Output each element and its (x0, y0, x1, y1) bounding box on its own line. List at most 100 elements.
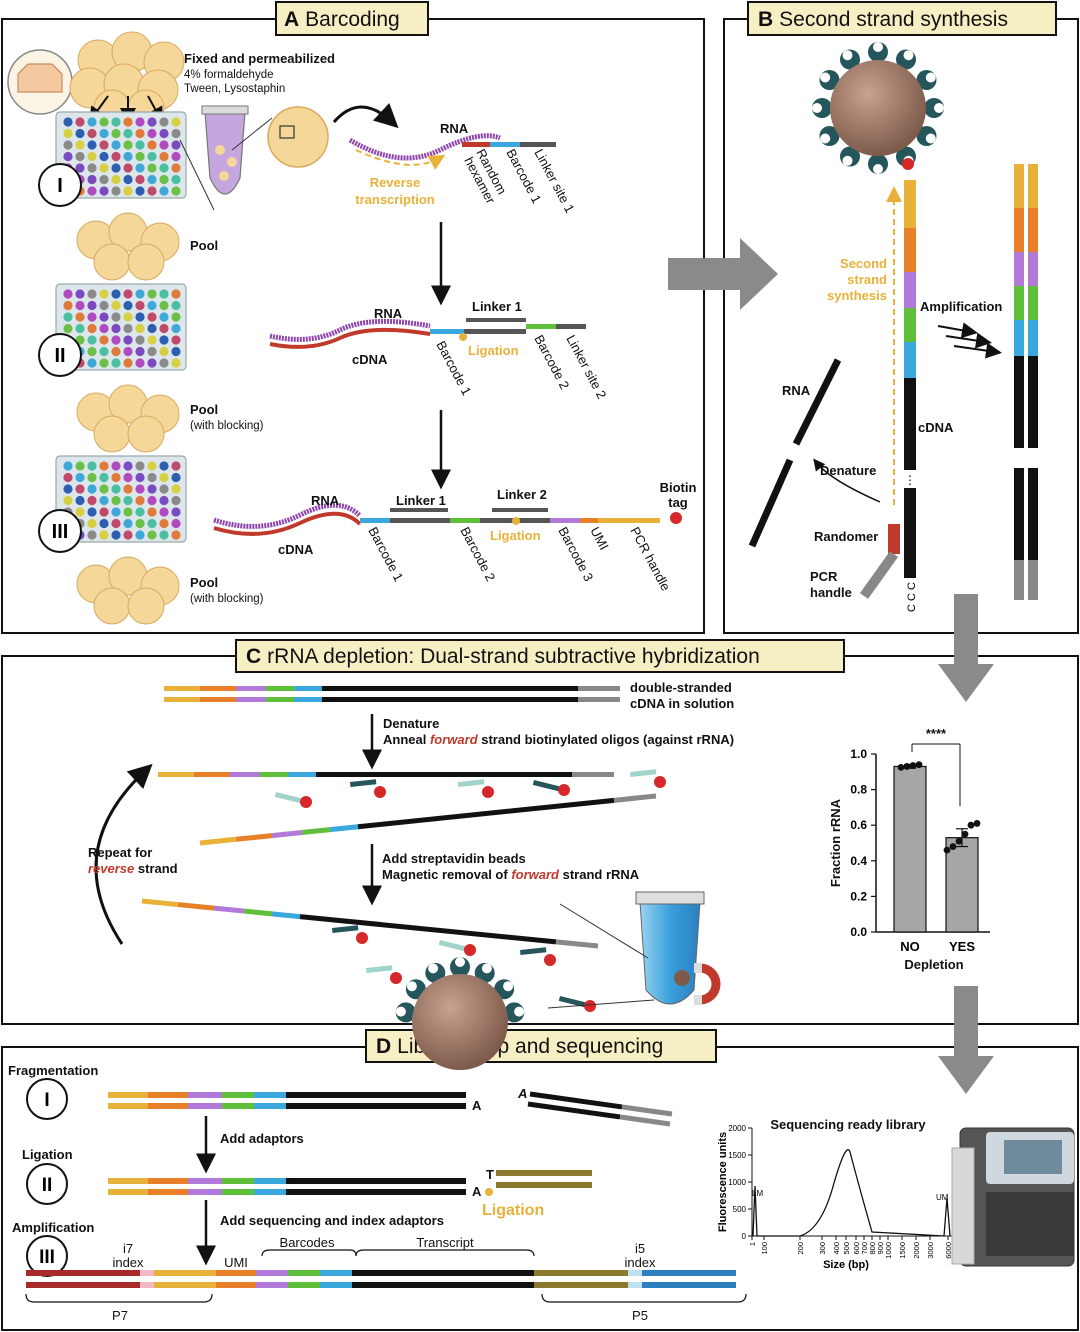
chart-category-0: NO (900, 939, 920, 954)
lib-ytick-0: 0 (742, 1232, 747, 1241)
panel-a-title: Barcoding (305, 8, 400, 31)
ligation1-molecule (269, 318, 586, 349)
c-step1-line-2: Anneal forward strand biotinylated oligo… (383, 732, 734, 747)
a-label-3: A (472, 1184, 482, 1199)
panel-c-content: double-stranded cDNA in solution Denatur… (88, 680, 990, 1070)
a-label-1: A (472, 1098, 482, 1113)
a-label-2: A (517, 1086, 527, 1101)
panel-d-content: Fragmentation Ligation Amplification I I… (8, 1063, 1075, 1323)
pool-3-cells (76, 556, 180, 625)
library-trace-chart: Sequencing ready library 050010001500200… (717, 1117, 953, 1271)
s3-barcode-1: Barcode 1 (365, 524, 406, 583)
lib-xtick-11: 1500 (898, 1242, 907, 1259)
transcript-label: Transcript (416, 1235, 474, 1250)
bead-icon (812, 42, 944, 174)
lib-xtick-2: 200 (796, 1242, 805, 1255)
pool-1-label: Pool (190, 238, 218, 253)
ds-line-1: double-stranded (630, 680, 732, 695)
repeat-em: reverse (88, 861, 134, 876)
round-1-badge (38, 163, 82, 207)
round-3-badge (38, 509, 82, 553)
repeat-line-1: Repeat for (88, 845, 152, 860)
lib-ytick-1: 500 (733, 1205, 747, 1214)
ss-line-1: Second (840, 256, 887, 271)
streptavidin-bead-icon (395, 957, 525, 1070)
round-3-label: III (52, 521, 69, 543)
s2-linker-site: Linker site 2 (563, 332, 609, 401)
fixed-cells-icon (69, 31, 185, 127)
chart-point-1-5 (973, 820, 981, 827)
c-step2-line-2: Magnetic removal of forward strand rRNA (382, 867, 640, 882)
arrow-c-to-d (938, 986, 994, 1094)
chart-point-1-1 (949, 843, 957, 850)
pool-2-sub: (with blocking) (190, 420, 264, 432)
fix-line-2: Tween, Lysostaphin (184, 83, 285, 95)
svg-text:⋮: ⋮ (904, 473, 916, 487)
s1-rt-line-2: transcription (355, 192, 435, 207)
chart-point-0-3 (915, 761, 923, 769)
chart-point-0-1 (903, 763, 911, 770)
fix-title: Fixed and permeabilized (184, 51, 335, 66)
panel-d-letter: D (376, 1035, 391, 1058)
c-step1-pre: Anneal (383, 732, 430, 747)
lib-xtick-9: 900 (876, 1242, 885, 1255)
chart-point-0-2 (909, 762, 917, 769)
s3-linker-2: Linker 2 (497, 487, 547, 502)
s1-rt-line-1: Reverse (370, 175, 421, 190)
repeat-post: strand (134, 861, 177, 876)
barcodes-label: Barcodes (280, 1235, 335, 1250)
p7-label: P7 (112, 1308, 128, 1323)
chart-point-1-4 (967, 821, 975, 829)
amplification-d-label: Amplification (12, 1220, 94, 1235)
i7-line-1: i7 (123, 1241, 133, 1256)
chart-ylabel: Fraction rRNA (828, 798, 843, 887)
lib-xtick-13: 3000 (926, 1242, 935, 1259)
round-2-label: II (54, 345, 65, 367)
lib-ytick-3: 1500 (728, 1151, 746, 1160)
chart-point-1-3 (961, 830, 969, 838)
fix-line-1: 4% formaldehyde (184, 69, 274, 81)
pcr-handle-line-1: PCR (810, 569, 838, 584)
ligation-label: Ligation (22, 1147, 73, 1162)
pool-2-cells (76, 384, 180, 453)
d-round-2-badge (26, 1163, 68, 1205)
umi-d-label: UMI (224, 1255, 248, 1270)
c-step2-line-1: Add streptavidin beads (382, 851, 526, 866)
lib-xtick-10: 1000 (884, 1242, 893, 1259)
ds-line-2: cDNA in solution (630, 696, 734, 711)
chart-ytick-label-0: 0.0 (850, 925, 867, 939)
d-round-1-badge (26, 1078, 68, 1120)
lib-ytick-2: 1000 (728, 1178, 746, 1187)
pcr-handle-line-2: handle (810, 585, 852, 600)
c-step1-post: strand biotinylated oligos (against rRNA… (478, 732, 734, 747)
i5-line-2: index (624, 1255, 656, 1270)
chart-category-1: YES (949, 939, 975, 954)
ccc-label: C C C (906, 582, 918, 612)
panel-a-letter: A (284, 8, 299, 31)
i5-line-1: i5 (635, 1241, 645, 1256)
s2-rna: RNA (374, 306, 403, 321)
randomer-label: Randomer (814, 529, 878, 544)
magnetic-tube-icon (635, 891, 721, 1005)
chart-xlabel: Depletion (904, 957, 963, 972)
c-step1-em: forward (430, 732, 479, 747)
c-step1-line-1: Denature (383, 716, 439, 731)
d-round-3-label: III (39, 1247, 55, 1268)
s2-linker: Linker 1 (472, 299, 522, 314)
s3-linker-1: Linker 1 (396, 493, 446, 508)
s3-cdna: cDNA (278, 542, 314, 557)
lib-xtick-14: 6000 (944, 1242, 953, 1259)
chart-point-1-2 (955, 837, 963, 845)
arrow-b-to-c (938, 594, 994, 702)
ligation-gold-label: Ligation (482, 1202, 544, 1219)
pool-3-label: Pool (190, 575, 218, 590)
add-adaptors-label: Add adaptors (220, 1131, 304, 1146)
chart-bar-yes (945, 837, 979, 933)
pool-2-label: Pool (190, 402, 218, 417)
panel-c-title: rRNA depletion: Dual-strand subtractive … (267, 645, 760, 668)
ss-line-2: strand (847, 272, 887, 287)
s3-biotin-line-2: tag (668, 495, 688, 510)
